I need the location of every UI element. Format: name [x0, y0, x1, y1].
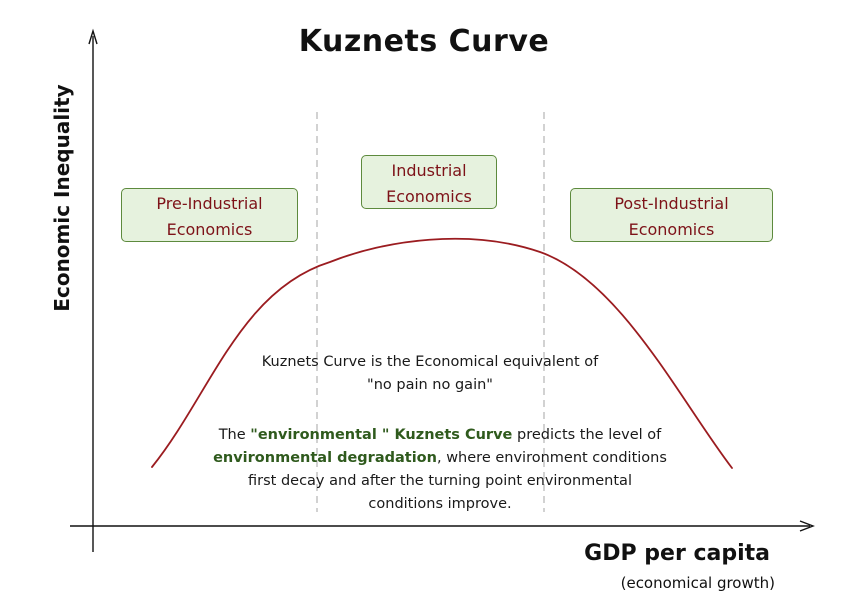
chart-title: Kuznets Curve: [298, 24, 550, 59]
stage-label-line1: Post-Industrial: [614, 194, 729, 213]
y-axis-arrow: [88, 28, 98, 45]
stage-label-line2: Economics: [166, 220, 253, 239]
note2-text: The: [218, 427, 251, 443]
note1-line2: "no pain no gain": [367, 377, 493, 393]
note2-line4: conditions improve.: [368, 496, 512, 512]
note2-text: , where environment conditions: [436, 450, 667, 466]
highlight-environmental-kuznets: "environmental " Kuznets Curve: [250, 427, 513, 443]
note2-text: predicts the level of: [512, 427, 662, 443]
note2-line2: environmental degradation, where environ…: [190, 447, 690, 470]
note-environmental-kuznets: The "environmental " Kuznets Curve predi…: [190, 424, 690, 516]
stage-box-post-industrial: Post-Industrial Economics: [570, 188, 773, 242]
stage-label-line1: Industrial: [391, 161, 467, 180]
x-axis-label: GDP per capita: [584, 541, 770, 566]
stage-box-pre-industrial: Pre-Industrial Economics: [121, 188, 298, 242]
stage-label-line1: Pre-Industrial: [156, 194, 263, 213]
highlight-environmental-degradation: environmental degradation: [213, 450, 437, 466]
stage-label-line2: Economics: [386, 187, 472, 206]
note1-line1: Kuznets Curve is the Economical equivale…: [261, 354, 599, 370]
note2-line3: first decay and after the turning point …: [248, 473, 632, 489]
x-axis-sublabel: (economical growth): [620, 574, 775, 592]
kuznets-curve: [151, 237, 733, 469]
note-no-pain-no-gain: Kuznets Curve is the Economical equivale…: [220, 351, 640, 397]
stage-label-line2: Economics: [628, 220, 715, 239]
y-axis-label: Economic Inequality: [50, 84, 74, 312]
stage-box-industrial: Industrial Economics: [361, 155, 497, 209]
note2-line1: The "environmental " Kuznets Curve predi…: [190, 424, 690, 447]
x-axis-arrow: [799, 520, 815, 532]
